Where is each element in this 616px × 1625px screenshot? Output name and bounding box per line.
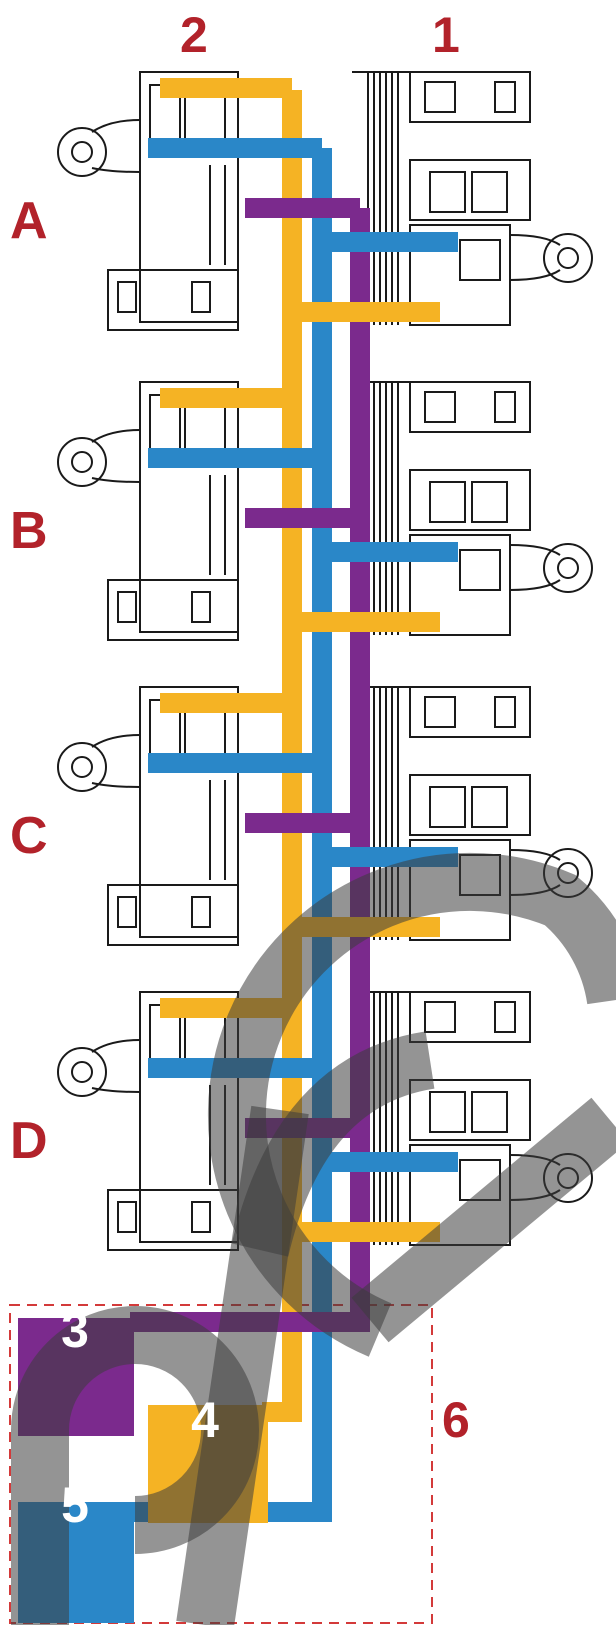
right-eye-connector bbox=[544, 544, 592, 592]
zone-label-6: 6 bbox=[442, 1395, 470, 1445]
box-label-3: 3 bbox=[50, 1305, 100, 1355]
right-module-a bbox=[352, 72, 592, 325]
box-label-5: 5 bbox=[50, 1480, 100, 1530]
row-label-b: B bbox=[10, 505, 48, 557]
left-module-b bbox=[58, 382, 238, 640]
box-label-4: 4 bbox=[180, 1395, 230, 1445]
row-label-a: A bbox=[10, 195, 48, 247]
left-eye-connector bbox=[58, 743, 106, 791]
left-module-c bbox=[58, 687, 238, 945]
right-eye-connector bbox=[544, 234, 592, 282]
left-eye-connector bbox=[58, 1048, 106, 1096]
right-module-b bbox=[352, 382, 592, 635]
left-eye-connector bbox=[58, 438, 106, 486]
row-label-c: C bbox=[10, 810, 48, 862]
column-label-2: 2 bbox=[180, 10, 208, 60]
left-eye-connector bbox=[58, 128, 106, 176]
row-label-d: D bbox=[10, 1115, 48, 1167]
left-module-a bbox=[58, 72, 238, 330]
column-label-1: 1 bbox=[432, 10, 460, 60]
